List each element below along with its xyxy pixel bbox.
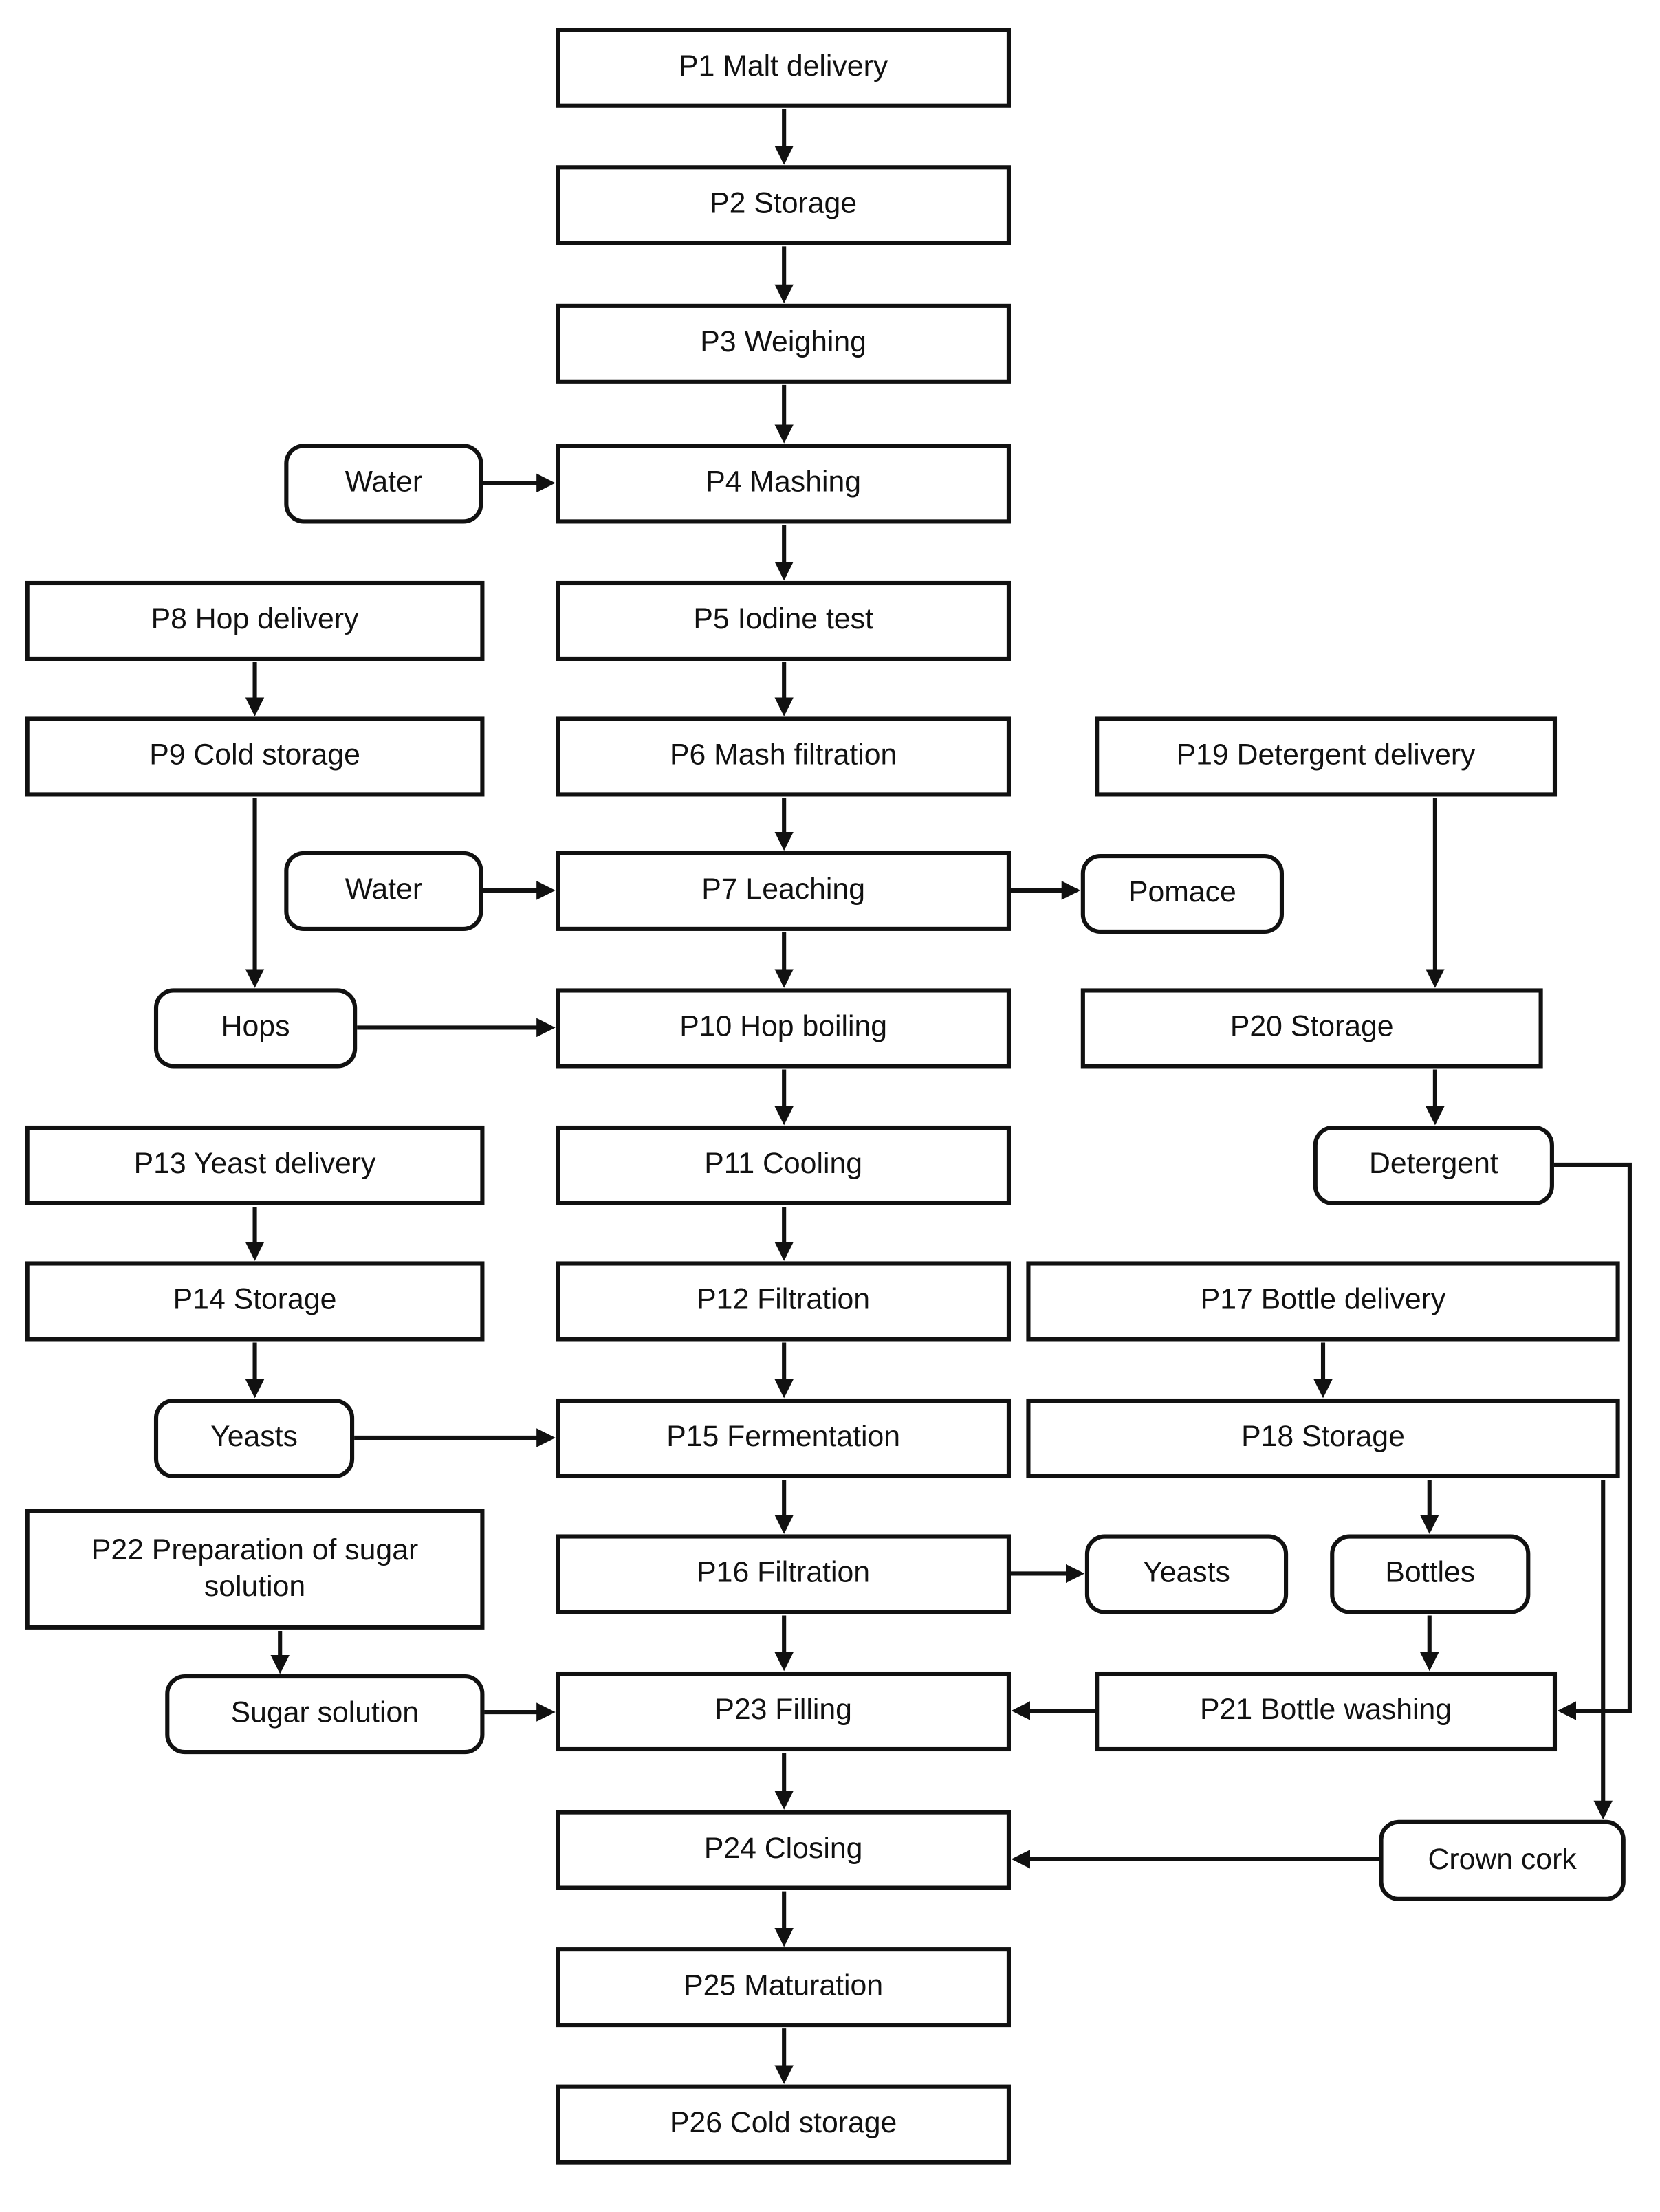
node-label-p8: P8 Hop delivery xyxy=(151,604,359,637)
node-label-p5: P5 Iodine test xyxy=(693,604,873,637)
node-label-water2: Water xyxy=(345,874,423,907)
node-water2: Water xyxy=(284,851,483,931)
node-label-p15: P15 Fermentation xyxy=(666,1421,901,1454)
node-label-p26: P26 Cold storage xyxy=(669,2107,897,2140)
node-label-yeastsL: Yeasts xyxy=(210,1421,298,1454)
node-label-p13: P13 Yeast delivery xyxy=(133,1148,376,1181)
node-label-pomace: Pomace xyxy=(1128,877,1236,910)
node-p23: P23 Filling xyxy=(556,1671,1011,1752)
node-p3: P3 Weighing xyxy=(556,303,1011,384)
node-p5: P5 Iodine test xyxy=(556,580,1011,661)
node-label-p14: P14 Storage xyxy=(173,1284,337,1317)
node-p20: P20 Storage xyxy=(1080,988,1543,1069)
node-p7: P7 Leaching xyxy=(556,851,1011,931)
node-p13: P13 Yeast delivery xyxy=(25,1125,485,1205)
node-label-hops: Hops xyxy=(221,1011,290,1044)
node-water1: Water xyxy=(284,444,483,524)
node-p12: P12 Filtration xyxy=(556,1261,1011,1342)
node-label-p10: P10 Hop boiling xyxy=(679,1011,888,1044)
node-p9: P9 Cold storage xyxy=(25,716,485,797)
node-detergent: Detergent xyxy=(1313,1125,1554,1205)
node-label-p17: P17 Bottle delivery xyxy=(1200,1284,1446,1317)
node-p14: P14 Storage xyxy=(25,1261,485,1342)
node-label-p16: P16 Filtration xyxy=(697,1557,871,1590)
node-p19: P19 Detergent delivery xyxy=(1095,716,1558,797)
node-label-water1: Water xyxy=(345,466,423,499)
node-crowncork: Crown cork xyxy=(1379,1819,1626,1901)
node-label-p24: P24 Closing xyxy=(703,1832,863,1865)
node-p26: P26 Cold storage xyxy=(556,2084,1011,2165)
node-label-p6: P6 Mash filtration xyxy=(669,739,897,772)
node-label-p25: P25 Maturation xyxy=(684,1970,884,2003)
node-label-sugar: Sugar solution xyxy=(230,1697,419,1730)
node-hops: Hops xyxy=(153,988,358,1069)
node-label-p18: P18 Storage xyxy=(1241,1421,1405,1454)
node-p17: P17 Bottle delivery xyxy=(1026,1261,1620,1342)
node-p1: P1 Malt delivery xyxy=(556,28,1011,108)
node-sugar: Sugar solution xyxy=(165,1674,485,1755)
node-p16: P16 Filtration xyxy=(556,1534,1011,1614)
node-label-detergent: Detergent xyxy=(1368,1148,1498,1181)
node-p4: P4 Mashing xyxy=(556,444,1011,524)
node-p2: P2 Storage xyxy=(556,165,1011,245)
node-label-p22: P22 Preparation of sugar solution xyxy=(91,1533,419,1603)
node-label-p21: P21 Bottle washing xyxy=(1200,1694,1452,1727)
node-label-p3: P3 Weighing xyxy=(700,327,866,359)
node-label-p11: P11 Cooling xyxy=(704,1148,863,1181)
node-label-p4: P4 Mashing xyxy=(706,466,862,499)
node-p15: P15 Fermentation xyxy=(556,1398,1011,1479)
node-p25: P25 Maturation xyxy=(556,1947,1011,2028)
node-label-p20: P20 Storage xyxy=(1230,1011,1394,1044)
node-label-crowncork: Crown cork xyxy=(1428,1843,1577,1876)
node-p6: P6 Mash filtration xyxy=(556,716,1011,797)
edge-detergent-to-p21 xyxy=(1553,1162,1632,1720)
node-p10: P10 Hop boiling xyxy=(556,988,1011,1069)
node-label-yeastsR: Yeasts xyxy=(1143,1557,1230,1590)
node-label-p7: P7 Leaching xyxy=(701,874,865,907)
node-label-p23: P23 Filling xyxy=(714,1694,852,1727)
node-yeastsL: Yeasts xyxy=(153,1398,355,1479)
node-label-bottles: Bottles xyxy=(1385,1557,1476,1590)
node-p24: P24 Closing xyxy=(556,1810,1011,1890)
node-label-p19: P19 Detergent delivery xyxy=(1176,739,1476,772)
node-pomace: Pomace xyxy=(1080,853,1285,934)
node-p22: P22 Preparation of sugar solution xyxy=(25,1509,485,1630)
node-label-p12: P12 Filtration xyxy=(697,1284,871,1317)
node-yeastsR: Yeasts xyxy=(1084,1534,1289,1614)
node-label-p9: P9 Cold storage xyxy=(149,739,360,772)
node-p11: P11 Cooling xyxy=(556,1125,1011,1205)
node-p8: P8 Hop delivery xyxy=(25,580,485,661)
node-label-p1: P1 Malt delivery xyxy=(679,51,888,83)
node-label-p2: P2 Storage xyxy=(710,188,858,221)
node-bottles: Bottles xyxy=(1330,1534,1531,1614)
node-p18: P18 Storage xyxy=(1026,1398,1620,1479)
node-p21: P21 Bottle washing xyxy=(1095,1671,1558,1752)
